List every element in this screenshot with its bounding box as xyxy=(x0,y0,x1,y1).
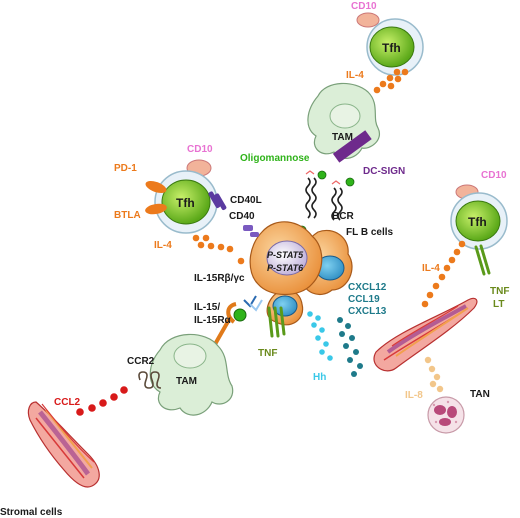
il8-label: IL-8 xyxy=(405,390,423,401)
cd40l-receptor-icon xyxy=(208,191,227,211)
ccl19-label: CCL19 xyxy=(348,294,380,305)
cd10-label-top: CD10 xyxy=(351,1,377,12)
stromal-cell-right xyxy=(373,297,478,372)
hh-dots xyxy=(307,311,333,361)
tnf-label-mid: TNF xyxy=(258,348,277,359)
tfh-cell-right xyxy=(450,184,508,276)
tam-label-bottom: TAM xyxy=(176,376,197,387)
tfh-label-left: Tfh xyxy=(176,196,195,210)
il15-label-line2: IL-15Rα xyxy=(194,315,232,326)
tfh-label-top: Tfh xyxy=(382,41,401,55)
tam-label-top: TAM xyxy=(332,132,353,143)
ccr2-receptor-icon xyxy=(138,371,162,389)
il4-dots-right xyxy=(421,240,466,308)
il4-label-left: IL-4 xyxy=(154,240,172,251)
ccl2-label: CCL2 xyxy=(54,397,81,408)
ccr2-label: CCR2 xyxy=(127,356,155,367)
tfh-nucleus-icon xyxy=(455,200,501,242)
il4-dots-top xyxy=(373,68,409,94)
pd1-label: PD-1 xyxy=(114,163,137,174)
oligomannose-dot-2 xyxy=(345,177,355,187)
fl-b-cells-label: FL B cells xyxy=(346,227,393,238)
tam-cell-top xyxy=(307,82,380,159)
il15-label-line1: IL-15/ xyxy=(194,302,220,313)
il4-label-top: IL-4 xyxy=(346,70,364,81)
bcr-receptor-icon xyxy=(305,177,343,221)
tfh-label-right: Tfh xyxy=(468,215,487,229)
dc-sign-label: DC-SIGN xyxy=(363,166,405,177)
tam-cell-bottom xyxy=(149,333,234,416)
oligomannose-label: Oligomannose xyxy=(240,153,310,164)
cd40l-label: CD40L xyxy=(230,195,262,206)
pstat5-label: P-STAT5 xyxy=(267,250,304,260)
il8-dots xyxy=(424,356,444,393)
cxcl12-label: CXCL12 xyxy=(348,282,387,293)
il15-receptor-icon xyxy=(212,295,263,347)
oligomannose-dot-1 xyxy=(317,170,327,180)
cd10-receptor-icon xyxy=(356,12,380,28)
tnf-label-right: TNF xyxy=(490,286,509,297)
tan-label: TAN xyxy=(470,389,490,400)
il4-dots-left xyxy=(192,234,245,265)
tnf-receptor-mid-icon xyxy=(267,306,286,338)
cxcl13-label: CXCL13 xyxy=(348,306,387,317)
cd10-label-left: CD10 xyxy=(187,144,213,155)
il15r-label: IL-15Rβ/γc xyxy=(194,273,245,284)
btla-receptor-icon xyxy=(145,203,167,215)
tnf-receptor-icon xyxy=(474,244,491,276)
hh-label: Hh xyxy=(313,372,326,383)
lt-label-right: LT xyxy=(493,299,504,310)
cxcl-dots xyxy=(337,317,363,377)
cd40-label: CD40 xyxy=(229,211,255,222)
tfh-cell-left xyxy=(145,159,227,234)
fl-b-cell-cluster xyxy=(243,221,353,326)
bcr-label: BCR xyxy=(332,211,354,222)
tfh-cell-top xyxy=(356,12,424,76)
dc-sign-receptor-icon xyxy=(332,130,372,163)
tan-cell-icon xyxy=(427,396,465,434)
tfh-nucleus-icon xyxy=(161,179,211,225)
pstat6-label: P-STAT6 xyxy=(267,263,304,273)
il4-label-right: IL-4 xyxy=(422,263,440,274)
cd10-label-right: CD10 xyxy=(481,170,507,181)
btla-label: BTLA xyxy=(114,210,141,221)
pd1-receptor-icon xyxy=(145,180,167,194)
stromal-cell-left xyxy=(27,401,100,488)
tfh-nucleus-icon xyxy=(369,26,415,68)
ccl2-dots xyxy=(76,386,128,416)
stromal-cells-label: Stromal cells xyxy=(0,507,63,518)
